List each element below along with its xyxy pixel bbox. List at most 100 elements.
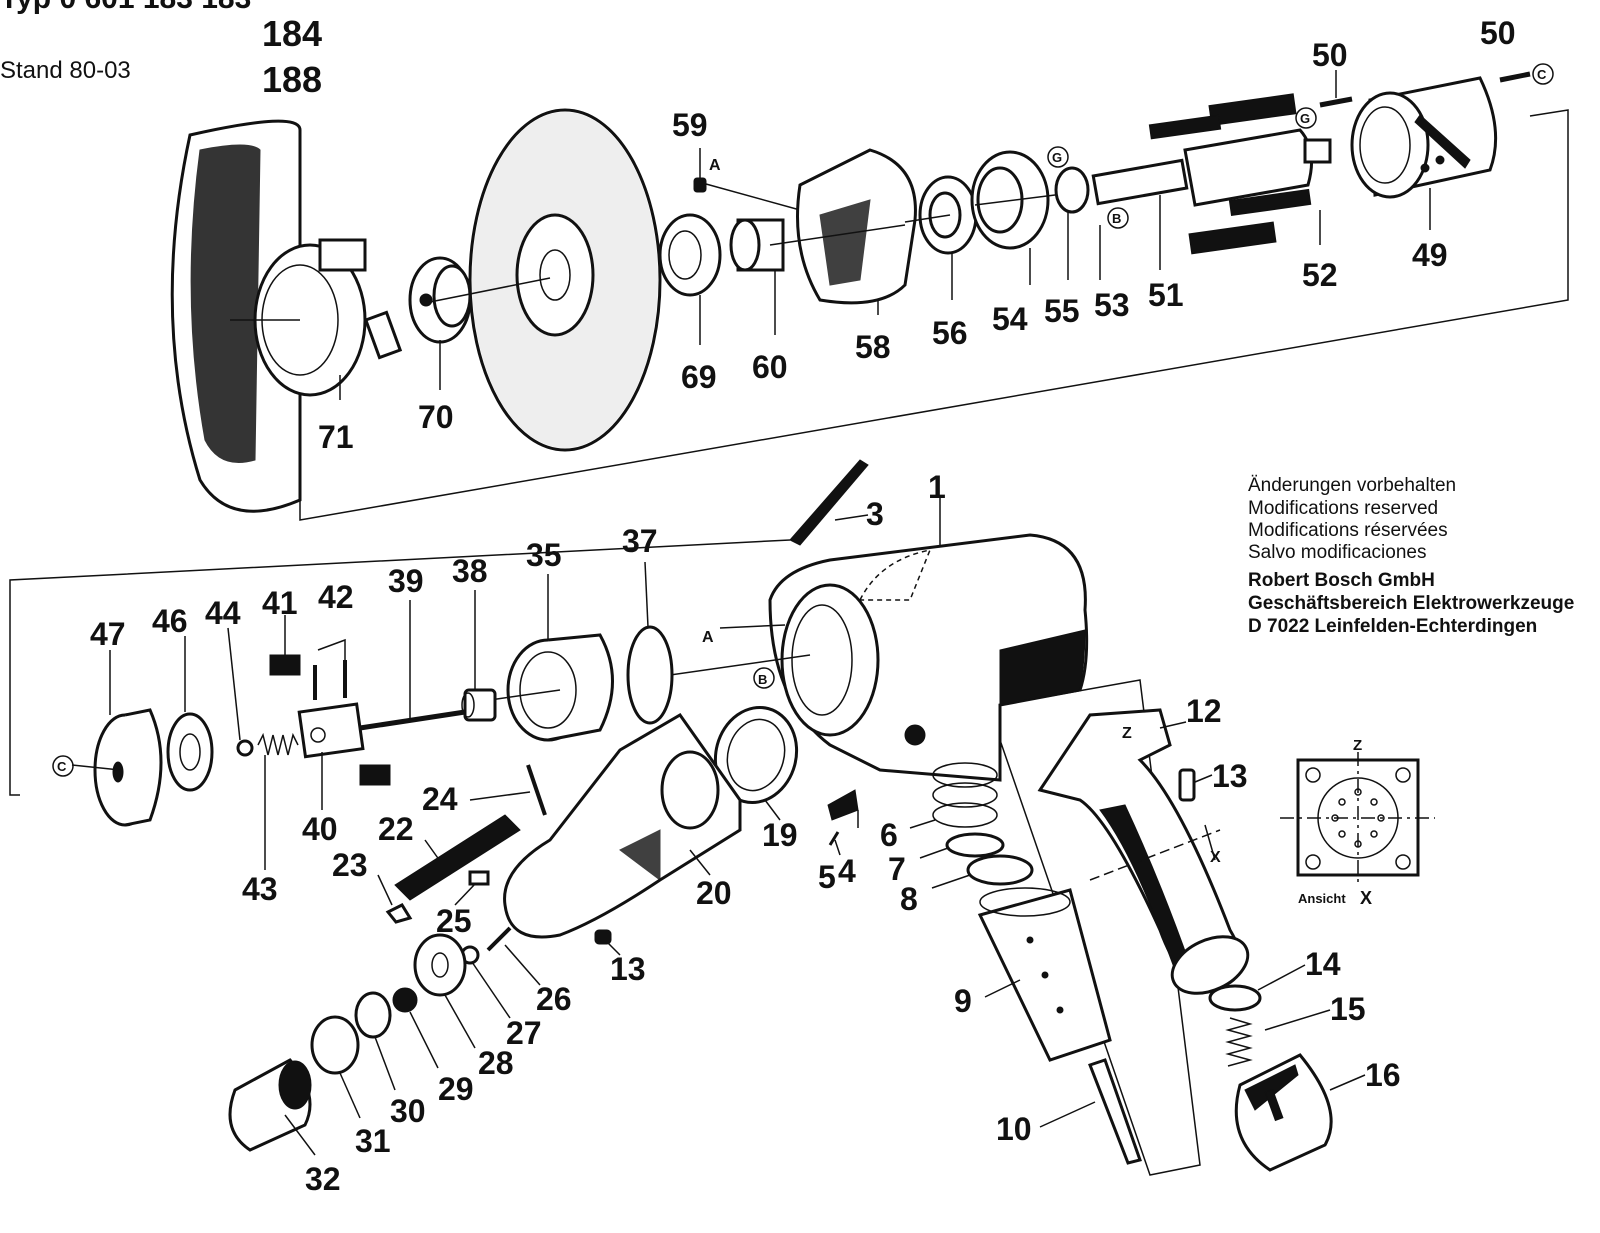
label-70: 70	[418, 399, 454, 435]
labels-upper: 59 50 50 49 52 51 53 55 54 56 58 60 69 7…	[318, 15, 1516, 455]
spring-part-43	[257, 732, 299, 756]
label-14: 14	[1305, 946, 1341, 982]
label-38: 38	[452, 553, 488, 589]
rotor-part-51	[1091, 128, 1332, 207]
ring-part-7	[945, 832, 1005, 858]
label-4: 4	[838, 853, 856, 889]
pin-part-26	[486, 926, 512, 952]
note-line-4: Salvo modificaciones	[1248, 542, 1426, 563]
label-25: 25	[436, 903, 472, 939]
marker-a-lower: A	[702, 629, 714, 646]
type-line: Typ 0 601 183 183	[0, 0, 251, 15]
label-8: 8	[900, 881, 918, 917]
leader-lines-upper	[339, 70, 1431, 400]
cylinder-part-49	[1350, 76, 1498, 199]
rod-part-10	[1088, 1058, 1142, 1165]
end-cap-part-47	[71, 708, 163, 827]
seal-part-30	[354, 991, 392, 1039]
block-part-41	[269, 654, 301, 676]
guard-screw	[363, 310, 403, 360]
cover-part-3	[789, 459, 869, 546]
lower-frame-left	[9, 539, 791, 796]
nut-part-23	[385, 903, 413, 924]
label-30: 30	[390, 1093, 426, 1129]
marker-c-lower: C	[57, 759, 67, 774]
label-60: 60	[752, 349, 788, 385]
label-20: 20	[696, 875, 732, 911]
nut-part-69	[658, 213, 722, 297]
ball-part-29	[392, 987, 418, 1013]
label-71: 71	[318, 419, 354, 455]
spring-part-15	[1225, 1017, 1253, 1067]
screw-part-59	[693, 148, 801, 211]
note-division: Geschäftsbereich Elektrowerkzeuge	[1248, 593, 1574, 614]
spring-part-6	[932, 762, 998, 828]
note-company: Robert Bosch GmbH	[1248, 570, 1435, 591]
pin-part-24	[526, 764, 547, 816]
label-52: 52	[1302, 257, 1338, 293]
seal-part-8	[966, 854, 1034, 886]
marker-x-handle: X	[1210, 849, 1221, 866]
label-55: 55	[1044, 293, 1080, 329]
notes-block: Änderungen vorbehalten Modifications res…	[1248, 475, 1574, 637]
label-50-a: 50	[1312, 37, 1348, 73]
leader-42	[317, 638, 346, 660]
label-69: 69	[681, 359, 717, 395]
label-22: 22	[378, 811, 414, 847]
label-28: 28	[478, 1045, 514, 1081]
label-59: 59	[672, 107, 708, 143]
label-47: 47	[90, 616, 126, 652]
bearing-part-46	[166, 712, 214, 792]
label-40: 40	[302, 811, 338, 847]
label-7: 7	[888, 851, 906, 887]
label-50-b: 50	[1480, 15, 1516, 51]
part-4	[827, 789, 859, 821]
label-19: 19	[762, 817, 798, 853]
screw-part-13-lower	[594, 929, 612, 945]
pins-part-50	[1319, 71, 1531, 108]
label-56: 56	[932, 315, 968, 351]
note-line-1: Änderungen vorbehalten	[1248, 475, 1456, 496]
housing-part-1	[634, 533, 1089, 782]
marker-z-handle: Z	[1122, 725, 1132, 742]
washer-part-28	[413, 933, 467, 997]
label-3: 3	[866, 496, 884, 532]
marker-b-lower: B	[758, 672, 767, 687]
part-5	[828, 831, 840, 846]
screw-part-13-upper	[1178, 768, 1196, 802]
label-44: 44	[205, 595, 241, 631]
gasket-part-19	[713, 705, 799, 805]
bearing-part-56	[904, 175, 978, 255]
grinding-disc	[429, 108, 662, 452]
label-1: 1	[928, 469, 946, 505]
upper-frame-line	[299, 109, 1569, 521]
label-24: 24	[422, 781, 458, 817]
label-46: 46	[152, 603, 188, 639]
marker-g-2: G	[1300, 111, 1310, 126]
view-x-inset: Z Ansicht X	[1280, 737, 1435, 908]
lever-part-22	[394, 814, 521, 901]
label-51: 51	[1148, 277, 1184, 313]
filter-part-31	[310, 1015, 360, 1075]
label-5: 5	[818, 859, 836, 895]
markers-upper: A G B G C	[709, 63, 1554, 229]
block-part-41b	[359, 764, 391, 786]
label-12: 12	[1186, 693, 1222, 729]
label-9: 9	[954, 983, 972, 1019]
screw-part-25	[468, 870, 490, 886]
stand-label: Stand 80-03	[0, 57, 131, 84]
note-address: D 7022 Leinfelden-Echterdingen	[1248, 616, 1537, 637]
label-58: 58	[855, 329, 891, 365]
view-caption: Ansicht	[1298, 891, 1346, 906]
bush-part-38	[461, 688, 497, 722]
note-line-3: Modifications réservées	[1248, 520, 1448, 541]
marker-b-upper: B	[1112, 211, 1121, 226]
valve-block-part-40	[297, 702, 365, 759]
sleeve-part-35	[489, 633, 614, 742]
handle-housing-part-20	[503, 713, 742, 939]
marker-b-lower-circle	[753, 667, 775, 689]
guard-part-71	[170, 119, 367, 513]
clutch-housing-part-58	[769, 148, 917, 305]
label-35: 35	[526, 537, 562, 573]
